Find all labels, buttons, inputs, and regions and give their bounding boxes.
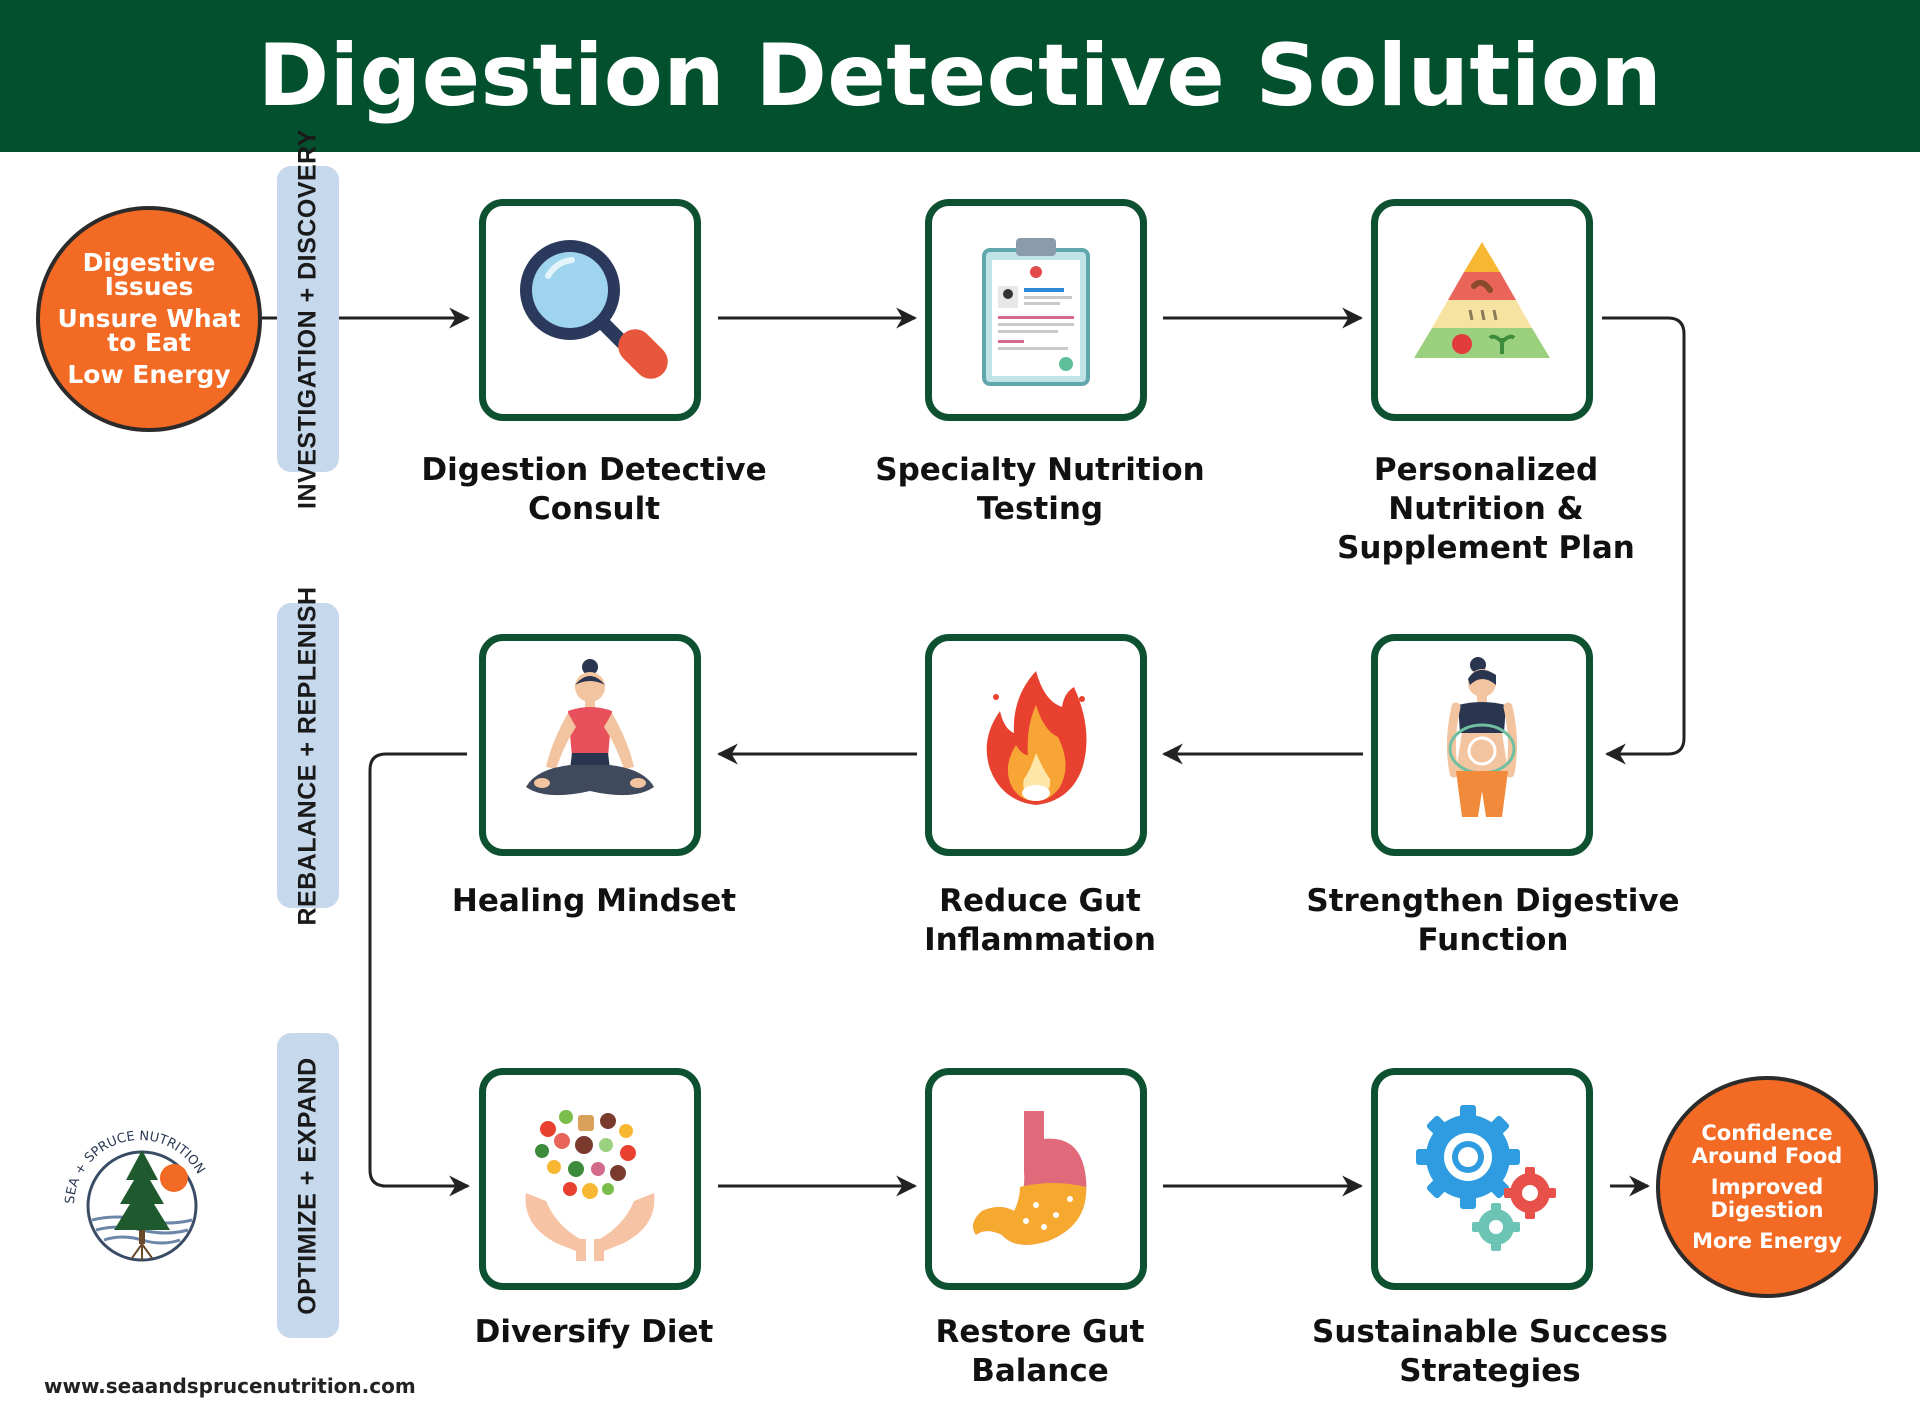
digestive-body-icon (1446, 657, 1518, 817)
step-box-strategies (1371, 1068, 1593, 1290)
phase-label-rebalance: REBALANCE + REPLENISH (277, 586, 339, 925)
page-title: Digestion Detective Solution (257, 26, 1663, 126)
step-box-strengthen (1371, 634, 1593, 856)
step-label-gut: Restore Gut Balance (935, 1314, 1145, 1389)
sea-spruce-logo: SEA + SPRUCE NUTRITION (63, 1129, 208, 1262)
header-bar (0, 0, 1920, 152)
step-box-inflammation (925, 634, 1147, 856)
step-box-testing (925, 199, 1147, 421)
meditation-icon (526, 659, 654, 796)
fire-icon (986, 671, 1087, 805)
phase-label-optimize: OPTIMIZE + EXPAND (277, 1033, 339, 1338)
step-label-strengthen: Strengthen Digestive Function (1306, 883, 1680, 958)
step-box-diet (479, 1068, 701, 1290)
step-label-mindset: Healing Mindset (451, 883, 737, 919)
step-label-plan: Personalized Nutrition & Supplement Plan (1337, 452, 1635, 566)
clipboard-icon (982, 238, 1090, 386)
magnifying-glass-icon (520, 240, 668, 379)
connector-plan-to-strengthen (1602, 316, 1686, 765)
step-box-consult (479, 199, 701, 421)
step-box-plan (1371, 199, 1593, 421)
phase-label-investigation: INVESTIGATION + DISCOVERY (277, 129, 339, 509)
gears-icon (1416, 1105, 1556, 1251)
start-circle: Digestive Issues Unsure What to Eat Low … (36, 206, 262, 432)
step-box-gut (925, 1068, 1147, 1290)
food-pyramid-icon (1414, 242, 1550, 358)
stomach-icon (973, 1111, 1087, 1245)
step-label-strategies: Sustainable Success Strategies (1312, 1314, 1668, 1389)
end-circle: Confidence Around Food Improved Digestio… (1656, 1076, 1878, 1298)
step-label-consult: Digestion Detective Consult (421, 452, 767, 527)
connector-mindset-to-diet (368, 752, 471, 1197)
step-box-mindset (479, 634, 701, 856)
food-hands-icon (525, 1110, 655, 1261)
step-label-testing: Specialty Nutrition Testing (875, 452, 1205, 527)
website-url[interactable]: www.seaandsprucenutrition.com (44, 1374, 416, 1398)
step-label-diet: Diversify Diet (474, 1314, 714, 1350)
step-label-inflammation: Reduce Gut Inflammation (924, 883, 1156, 958)
